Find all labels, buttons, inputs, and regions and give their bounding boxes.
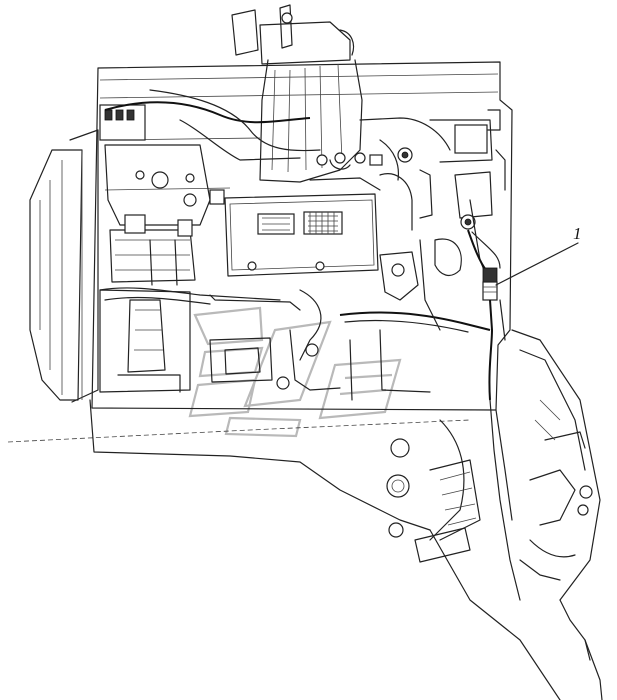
front-pulley [29, 129, 99, 403]
misc-details [135, 154, 383, 383]
flywheel-housing [386, 419, 481, 563]
callout-1: 1 [495, 224, 582, 286]
callout-1-label: 1 [573, 224, 582, 243]
fuel-injection-pump [99, 104, 211, 283]
reference-line [7, 419, 471, 443]
wiring-harness-upper [104, 89, 506, 191]
sensor-harness [467, 229, 521, 601]
transmission-section [511, 329, 603, 700]
wiring-harness-lower [99, 239, 491, 401]
oil-filter [99, 289, 191, 393]
engine-block [89, 61, 561, 700]
ecu-module [224, 193, 379, 277]
watermark-logo [188, 306, 402, 438]
